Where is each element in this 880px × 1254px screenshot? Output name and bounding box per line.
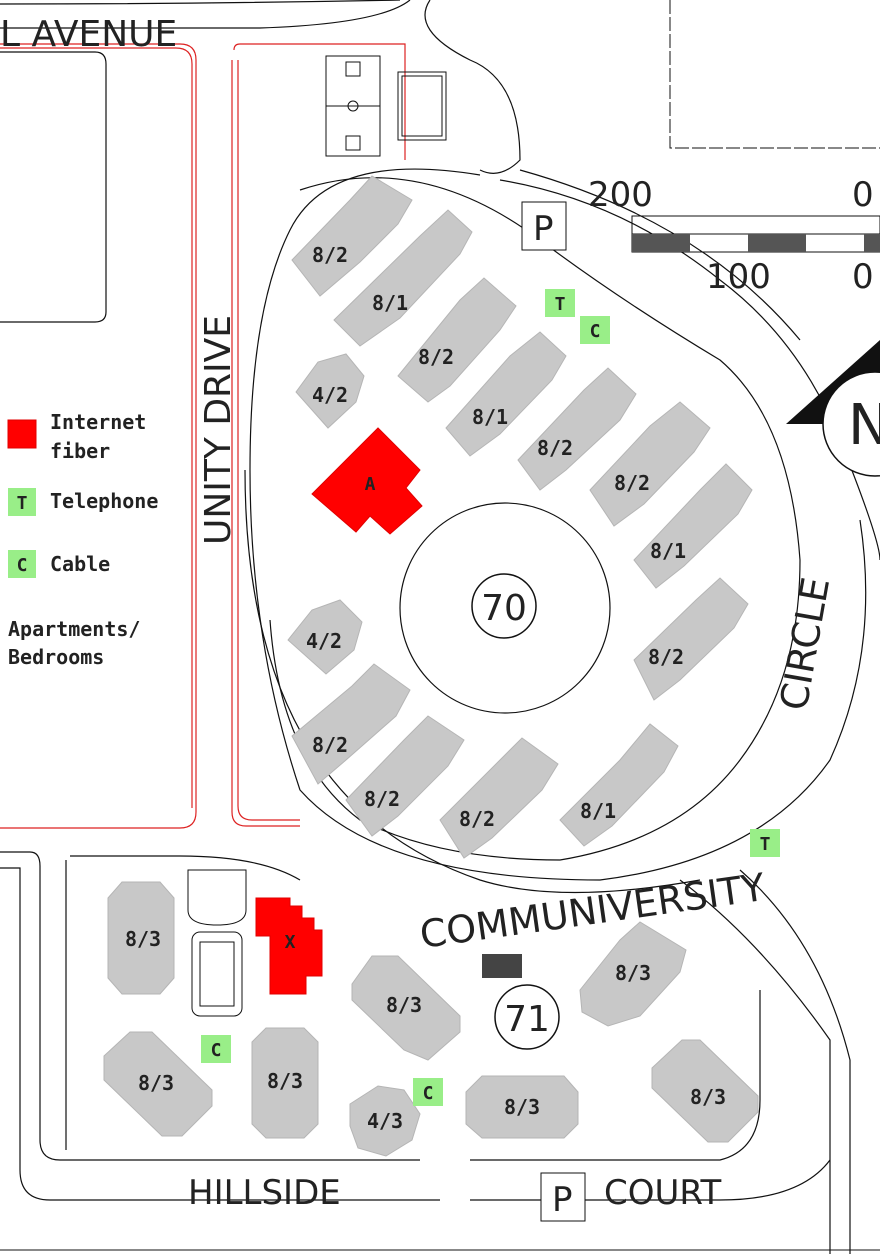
- cable-marker-label: C: [423, 1083, 434, 1104]
- building-70-label: 70: [481, 588, 527, 629]
- apartment-building: 8/2: [589, 401, 711, 527]
- fiber-building-a-label: A: [365, 474, 376, 495]
- street-label-hillside: HILLSIDE: [188, 1173, 341, 1213]
- apartment-label: 8/2: [364, 787, 400, 811]
- building-71: 71: [494, 984, 560, 1050]
- north-label: N: [848, 393, 880, 458]
- parking-sign-top: P: [521, 201, 567, 251]
- telephone-marker-label: T: [555, 294, 566, 315]
- apartment-label: 8/1: [472, 405, 508, 429]
- legend-cable-key: C: [17, 555, 28, 576]
- apartment-building: 4/2: [287, 599, 363, 675]
- apartment-label: 8/2: [418, 345, 454, 369]
- street-label-circle: CIRCLE: [772, 574, 839, 714]
- utility-box: [482, 954, 522, 978]
- apartment-label: 8/1: [650, 539, 686, 563]
- parking-sign-bottom: P: [540, 1172, 586, 1222]
- apartment-label: 8/2: [537, 436, 573, 460]
- apartment-building: 4/2: [295, 353, 365, 429]
- legend-telephone-label: Telephone: [50, 489, 158, 513]
- apartment-building: 8/1: [445, 331, 567, 457]
- apartment-building: 8/2: [345, 715, 465, 837]
- fiber-building-x: X: [255, 897, 323, 995]
- scale-label-200: 200: [588, 175, 653, 215]
- legend-apartments-label: Apartments/: [8, 617, 140, 641]
- apartment-building: 8/3: [107, 881, 175, 995]
- building-70: 70: [471, 573, 537, 639]
- telephone-marker: T: [750, 829, 780, 857]
- cable-marker-label: C: [211, 1040, 222, 1061]
- telephone-swatch: [8, 488, 36, 516]
- apartment-building: 4/3: [349, 1085, 421, 1157]
- apartment-building: 8/1: [633, 463, 753, 589]
- apartment-building: 8/2: [291, 663, 411, 785]
- apartment-buildings: 8/2 8/1 8/2 4/2 8/1 8/2 8/2 8/1: [103, 175, 759, 1157]
- apartment-building: 8/2: [397, 277, 517, 403]
- cable-marker: C: [413, 1078, 443, 1106]
- apartment-label: 8/3: [504, 1095, 540, 1119]
- apartment-label: 8/2: [312, 733, 348, 757]
- legend-internet-label: Internet: [50, 410, 146, 434]
- apartment-label: 4/2: [312, 383, 348, 407]
- legend-cable-label: Cable: [50, 552, 110, 576]
- building-71-label: 71: [504, 999, 550, 1040]
- scale-label-0-top: 0: [852, 175, 874, 215]
- apartment-building: 8/3: [103, 1031, 213, 1137]
- legend-telephone-key: T: [17, 493, 28, 514]
- parking-label: P: [533, 209, 554, 249]
- parking-label: P: [552, 1180, 573, 1220]
- cable-swatch: [8, 550, 36, 578]
- apartment-building: 8/3: [351, 955, 461, 1061]
- apartment-label: 4/2: [306, 629, 342, 653]
- street-label-unity-drive: UNITY DRIVE: [198, 315, 239, 545]
- north-arrow-icon: N: [786, 340, 880, 477]
- cable-marker: C: [580, 316, 610, 344]
- cable-marker: C: [201, 1035, 231, 1063]
- apartment-building: 8/2: [439, 737, 559, 859]
- telephone-marker: T: [545, 289, 575, 317]
- apartment-label: 8/3: [386, 993, 422, 1017]
- apartment-label: 8/2: [648, 645, 684, 669]
- apartment-label: 8/3: [615, 961, 651, 985]
- cable-marker-label: C: [590, 321, 601, 342]
- legend-bedrooms-label: Bedrooms: [8, 645, 104, 669]
- apartment-label: 8/3: [267, 1069, 303, 1093]
- legend-fiber-label: fiber: [50, 439, 110, 463]
- apartment-building: 8/3: [465, 1075, 579, 1139]
- apartment-label: 8/3: [138, 1071, 174, 1095]
- apartment-building: 8/2: [517, 367, 637, 491]
- apartment-building: 8/1: [333, 209, 473, 347]
- internet-fiber-swatch: [7, 419, 37, 449]
- street-label-court: COURT: [604, 1173, 722, 1213]
- scale-label-0-bottom: 0: [852, 257, 874, 297]
- apartment-label: 8/1: [580, 799, 616, 823]
- fiber-building-x-label: X: [285, 932, 296, 953]
- street-label-communiversity: COMMUNIVERSITY: [417, 865, 768, 957]
- apartment-building: 8/2: [633, 577, 749, 701]
- street-label-avenue: L AVENUE: [0, 14, 177, 55]
- apartment-label: 8/2: [312, 243, 348, 267]
- apartment-building: 8/3: [579, 921, 687, 1027]
- apartment-building: 8/3: [251, 1027, 319, 1139]
- apartment-label: 8/3: [125, 927, 161, 951]
- scale-label-100: 100: [706, 257, 771, 297]
- fiber-building-a: A: [311, 427, 423, 535]
- scale-bar: 200 0 100 0: [588, 175, 880, 297]
- apartment-building: 8/1: [559, 723, 679, 847]
- telephone-marker-label: T: [760, 834, 771, 855]
- apartment-label: 8/2: [614, 471, 650, 495]
- map-legend: Internet fiber T Telephone C Cable Apart…: [7, 410, 158, 669]
- apartment-label: 8/1: [372, 291, 408, 315]
- apartment-label: 8/2: [459, 807, 495, 831]
- apartment-label: 8/3: [690, 1085, 726, 1109]
- apartment-building: 8/2: [291, 175, 413, 297]
- apartment-label: 4/3: [367, 1109, 403, 1133]
- apartment-building: 8/3: [651, 1039, 759, 1143]
